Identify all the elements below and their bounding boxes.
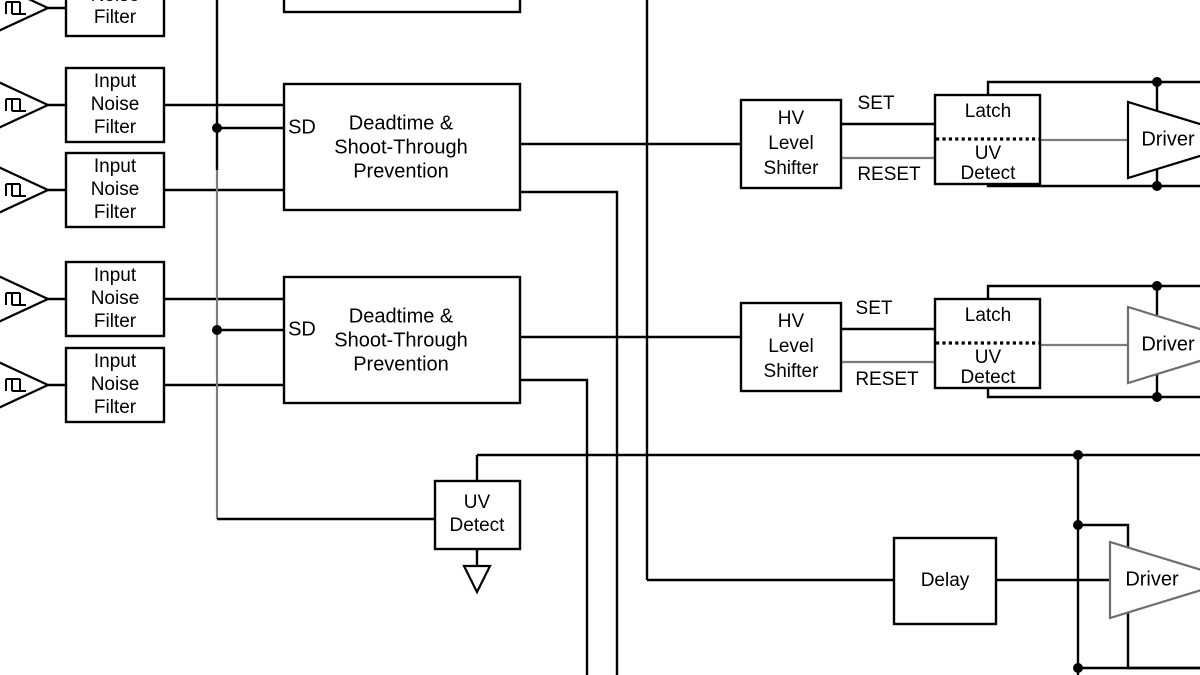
deadtime-1-line2: Shoot-Through	[334, 136, 467, 158]
deadtime1-output-wires	[520, 142, 741, 675]
hv-level-shifter-1-line1: HV	[778, 108, 805, 129]
input-noise-filter-4-line2: Noise	[91, 374, 140, 395]
input-noise-filter-4-line1: Input	[94, 351, 137, 372]
vs-junction-1	[1152, 181, 1162, 191]
com-junction	[1073, 663, 1083, 673]
input-noise-filter-3-line1: Input	[94, 265, 137, 286]
driver-low-side: Driver	[1108, 540, 1200, 620]
junction-dots	[212, 77, 1162, 673]
deadtime2-output-wires	[520, 335, 741, 675]
latch-label-1: Latch	[965, 101, 1011, 122]
hv-level-shifter-2-line3: Shifter	[764, 361, 820, 382]
schmitt-input-buffer-3	[0, 275, 51, 323]
hv-level-shifter-2-line2: Level	[768, 336, 813, 357]
input-noise-filter-0: Noise Filter	[64, 0, 166, 38]
sd-junction-1	[212, 123, 222, 133]
reset-label-2: RESET	[855, 369, 919, 390]
input-stub-wires	[48, 6, 66, 387]
vs-junction-2	[1152, 392, 1162, 402]
input-noise-filter-1-line2: Noise	[91, 94, 140, 115]
driver-label-1: Driver	[1141, 128, 1195, 150]
deadtime-2-line2: Shoot-Through	[334, 329, 467, 351]
hysteresis-icon-1	[5, 98, 26, 112]
delay-block: Delay	[892, 536, 998, 626]
hv1-set-reset-wires	[841, 122, 935, 160]
deadtime-1-line3: Prevention	[353, 160, 449, 182]
latch-label-2: Latch	[965, 305, 1011, 326]
uv-detect-low-side: UV Detect	[433, 479, 522, 551]
delay-label: Delay	[921, 570, 970, 591]
vcc-junction-1	[1073, 450, 1083, 460]
input-noise-filter-4-line3: Filter	[94, 397, 137, 418]
hv-level-shifter-1: HV Level Shifter	[739, 98, 843, 190]
filter-to-deadtime-wires	[164, 103, 284, 387]
vcc-junction-2	[1073, 520, 1083, 530]
sd-junction-2	[212, 325, 222, 335]
set-label-1: SET	[858, 93, 895, 114]
signal-labels: SET RESET SET RESET	[855, 93, 921, 390]
uv-detect-low-line1: UV	[464, 492, 491, 513]
hv-level-shifter-1-line2: Level	[768, 133, 813, 154]
input-noise-filter-1-line1: Input	[94, 71, 137, 92]
deadtime-2-line3: Prevention	[353, 353, 449, 375]
input-noise-filter-3-line2: Noise	[91, 288, 140, 309]
vb-junction-2	[1152, 281, 1162, 291]
input-noise-filter-2-line2: Noise	[91, 179, 140, 200]
driver-label-2: Driver	[1141, 333, 1195, 355]
uv-detect-low-line2: Detect	[450, 515, 506, 536]
driver-high-side-1: Driver	[1126, 100, 1200, 180]
hv-level-shifter-1-line3: Shifter	[764, 158, 820, 179]
input-noise-filter-2-line3: Filter	[94, 202, 137, 223]
hv-level-shifter-2: HV Level Shifter	[739, 301, 843, 393]
input-noise-filter-0-line2: Noise	[91, 0, 140, 6]
set-label-2: SET	[856, 298, 893, 319]
input-noise-filter-2: Input Noise Filter	[64, 151, 166, 229]
clipped-top-block	[282, 0, 522, 14]
vb-junction-1	[1152, 77, 1162, 87]
hv-level-shifter-2-line1: HV	[778, 311, 805, 332]
sd-pin-label-1: SD	[288, 116, 316, 138]
uv-fault-open-drain-arrow	[462, 549, 492, 595]
sd-pin-label-2: SD	[288, 318, 316, 340]
input-noise-filter-2-line1: Input	[94, 156, 137, 177]
input-noise-filter-4: Input Noise Filter	[64, 346, 166, 424]
lowside-driver-wires	[996, 455, 1200, 675]
schmitt-input-buffer-2	[0, 166, 51, 214]
sd-bus-wire	[215, 0, 435, 521]
latch-uv-detect-2: Latch UV Detect	[933, 297, 1042, 390]
driver-high-side-2: Driver	[1126, 305, 1200, 385]
hysteresis-icon-4	[5, 378, 26, 392]
schmitt-input-buffer-4	[0, 361, 51, 409]
input-noise-filter-3-line3: Filter	[94, 311, 137, 332]
input-noise-filter-0-line3: Filter	[94, 7, 137, 28]
latch-uv-detect-1: Latch UV Detect	[933, 93, 1042, 186]
schmitt-input-buffer-0	[0, 0, 51, 32]
shutdown-bus-wire	[475, 453, 1200, 481]
hysteresis-icon-0	[5, 1, 26, 15]
input-noise-filter-1: Input Noise Filter	[64, 66, 166, 144]
reset-label-1: RESET	[857, 164, 921, 185]
detect-label-1: Detect	[961, 163, 1017, 184]
hysteresis-icon-2	[5, 183, 26, 197]
deadtime-1-line1: Deadtime &	[349, 112, 454, 134]
hv2-set-reset-wires	[841, 327, 935, 364]
lowside-routing-wires	[645, 0, 894, 582]
hysteresis-icon-3	[5, 292, 26, 306]
detect-label-2: Detect	[961, 367, 1017, 388]
uv-label-1: UV	[975, 143, 1002, 164]
deadtime-shoot-through-prevention-2: SD Deadtime & Shoot-Through Prevention	[282, 275, 522, 405]
deadtime-shoot-through-prevention-1: SD Deadtime & Shoot-Through Prevention	[282, 82, 522, 212]
input-noise-filter-1-line3: Filter	[94, 117, 137, 138]
driver-label-3: Driver	[1125, 568, 1179, 590]
input-noise-filter-3: Input Noise Filter	[64, 260, 166, 338]
schmitt-input-buffer-1	[0, 81, 51, 129]
uv-label-2: UV	[975, 347, 1002, 368]
deadtime-2-line1: Deadtime &	[349, 305, 454, 327]
